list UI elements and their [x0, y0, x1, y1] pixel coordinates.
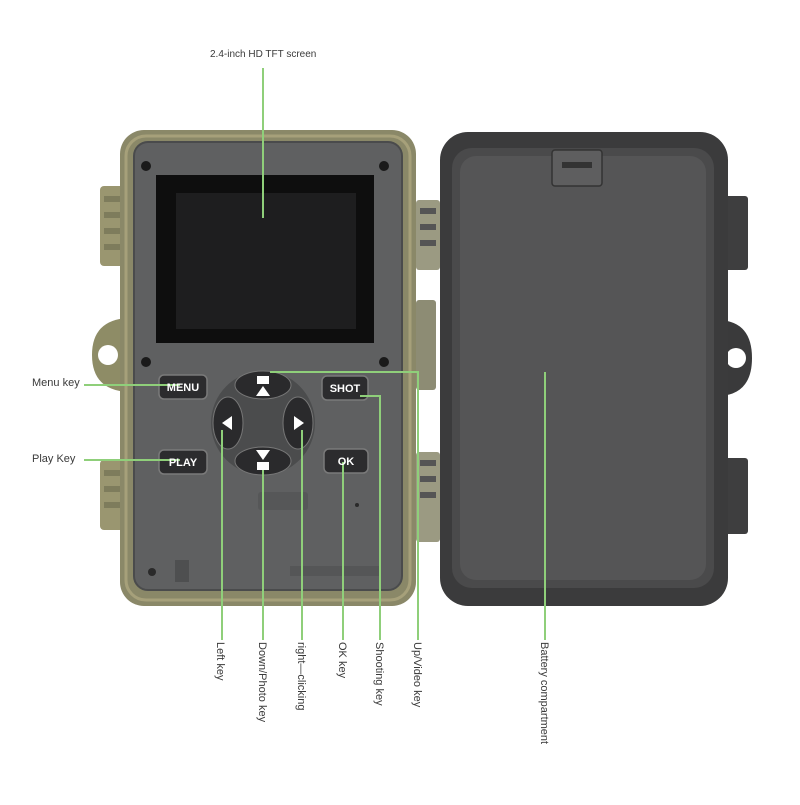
up-key-shape [234, 370, 292, 400]
menu-key-label: Menu key [32, 377, 80, 389]
up-arrow-icon [256, 386, 270, 396]
dpad-base [211, 371, 315, 475]
ok-button-shape [323, 448, 369, 474]
screen-label: 2.4-inch HD TFT screen [210, 49, 317, 60]
ok-button-label: OK [338, 456, 355, 468]
shot-leader [360, 395, 381, 640]
right-arrow-icon [294, 416, 304, 430]
strap-hole-left [98, 345, 118, 365]
menu-button-label: MENU [167, 382, 199, 394]
ok-key-label: OK key [336, 642, 348, 679]
battery-door [440, 132, 752, 606]
hinges [416, 200, 440, 542]
video-icon [257, 376, 269, 384]
down-photo-key-label: Down/Photo key [256, 642, 268, 723]
shot-button-shape [321, 375, 369, 401]
up-leader [270, 371, 419, 640]
left-arrow-icon [222, 416, 232, 430]
up-video-key-label: Up/Video key [411, 642, 423, 708]
photo-icon [257, 462, 269, 470]
play-key-label: Play Key [32, 453, 76, 465]
menu-button-shape [158, 374, 208, 400]
speaker-grille [258, 492, 308, 510]
right-clicking-label: right—clicking [295, 642, 307, 711]
button-cluster [158, 370, 369, 476]
camera-front-unit [92, 130, 416, 606]
play-button-label: PLAY [169, 457, 198, 469]
down-arrow-icon [256, 450, 270, 460]
play-button-shape [158, 449, 208, 475]
shot-button-label: SHOT [330, 383, 361, 395]
leader-lines [84, 68, 546, 640]
left-key-label: Left key [214, 642, 226, 681]
battery-compartment-label: Battery compartment [538, 642, 550, 745]
strap-hole-right [726, 348, 746, 368]
shooting-key-label: Shooting key [373, 642, 385, 706]
